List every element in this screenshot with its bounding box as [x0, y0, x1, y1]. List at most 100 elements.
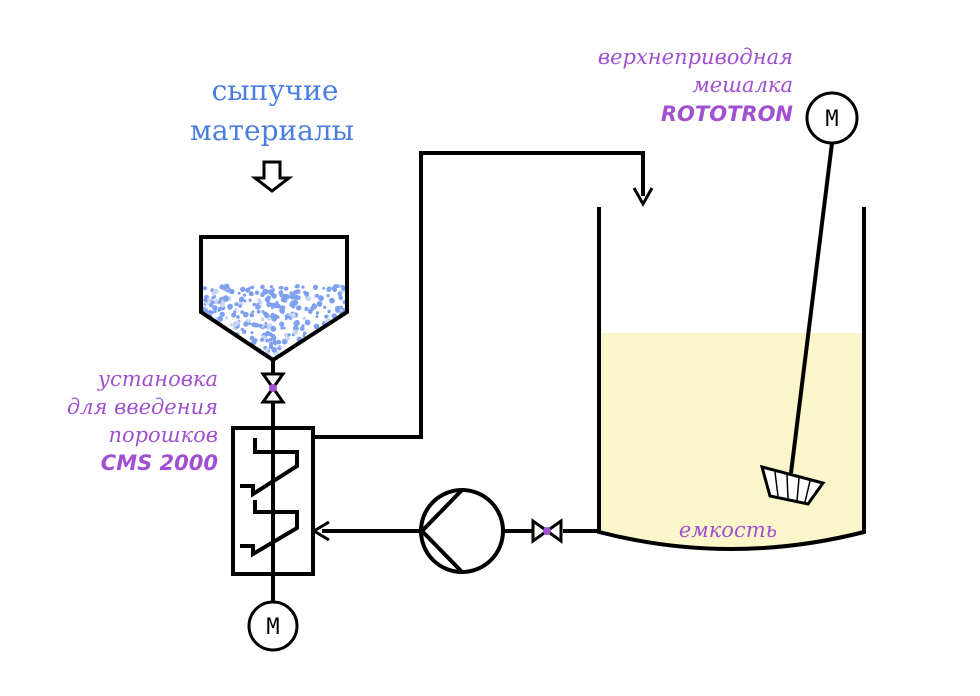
return-arrow-icon [311, 520, 330, 542]
powder-particle [265, 338, 269, 343]
bulk-materials-label-line1: сыпучие [212, 74, 339, 107]
powder-particle [219, 311, 225, 318]
powder-particle [326, 354, 331, 359]
powder-particle [283, 293, 288, 298]
powder-particle [217, 345, 223, 352]
powder-particle [239, 352, 245, 358]
powder-particle [204, 319, 210, 325]
powder-particle [249, 312, 255, 318]
tank-liquid [599, 333, 864, 549]
powder-particle [249, 335, 255, 341]
powder-particle [212, 343, 217, 348]
powder-particle [296, 305, 302, 311]
powder-particle [250, 285, 255, 290]
induction-motor: M [247, 600, 299, 652]
powder-particle [338, 350, 343, 354]
powder-particle [286, 354, 290, 358]
powder-particle [232, 320, 239, 327]
powder-particle [269, 341, 273, 346]
powder-particle [270, 312, 275, 317]
powder-particle [206, 341, 213, 348]
powder-particle [335, 349, 341, 355]
powder-particle [209, 328, 216, 334]
powder-particle [238, 296, 245, 303]
powder-particle [252, 322, 258, 328]
powder-particle [223, 296, 229, 302]
bulk-materials-label-line2: материалы [190, 114, 354, 147]
powder-particle [299, 326, 305, 331]
powder-particle [217, 300, 221, 304]
powder-particle [251, 310, 255, 314]
powder-particle [314, 335, 318, 339]
powder-particle [285, 336, 290, 341]
powder-particle [268, 289, 274, 295]
powder-particle [318, 342, 322, 346]
powder-particle [252, 354, 256, 359]
powder-particle [279, 308, 285, 314]
powder-particle [340, 331, 346, 337]
powder-particle [319, 334, 324, 340]
powder-particle [314, 336, 320, 341]
powder-particle [294, 320, 300, 326]
powder-particle [252, 302, 256, 307]
discharge-arrow-icon [632, 187, 654, 208]
powder-particle [236, 340, 240, 344]
powder-particle [288, 352, 292, 356]
powder-particle [297, 353, 301, 357]
hopper [199, 235, 349, 363]
powder-particle [260, 337, 265, 342]
powder-particle [319, 338, 325, 344]
powder-particle [241, 329, 247, 335]
powder-particle [313, 284, 319, 290]
powder-particle [267, 323, 273, 329]
powder-particle [320, 354, 325, 359]
powder-particle [264, 312, 270, 319]
powder-particle [224, 316, 229, 320]
powder-particle [289, 356, 295, 360]
powder-particle [341, 353, 347, 358]
powder-particle [297, 354, 302, 358]
powder-particle [280, 326, 284, 330]
powder-particle [229, 353, 234, 358]
powder-particle [318, 351, 322, 355]
powder-particle [340, 322, 345, 327]
powder-particle [269, 285, 274, 289]
powder-particle [240, 286, 246, 292]
powder-particle [310, 338, 315, 342]
powder-particle [264, 322, 268, 325]
powder-particle [287, 333, 291, 337]
powder-particle [337, 329, 342, 333]
powder-particle [204, 325, 210, 331]
powder-particle [335, 307, 341, 313]
induction-unit-label-line3: порошков [108, 423, 218, 447]
powder-particle [238, 353, 242, 358]
powder-particle [318, 295, 324, 302]
powder-particle [268, 337, 273, 342]
powder-particle [316, 301, 323, 307]
powder-particle [311, 303, 315, 307]
powder-particle [224, 340, 230, 346]
powder-particle [284, 332, 289, 338]
powder-particle [222, 347, 227, 353]
powder-particle [243, 299, 247, 303]
powder-particle [295, 348, 299, 353]
powder-particle [236, 315, 240, 319]
powder-particle [248, 298, 252, 302]
powder-particle [243, 293, 247, 297]
mixer-label-line1: верхнеприводная [598, 45, 793, 69]
powder-particle [326, 329, 330, 333]
powder-particle [328, 326, 332, 330]
powder-particle [253, 338, 258, 343]
powder-particle [302, 316, 307, 321]
powder-particle [270, 325, 277, 332]
powder-particles [201, 283, 347, 360]
powder-particle [222, 286, 227, 291]
powder-particle [329, 335, 335, 341]
powder-particle [220, 302, 225, 308]
powder-particle [248, 291, 254, 297]
powder-particle [271, 347, 278, 353]
powder-particle [218, 351, 224, 357]
powder-particle [292, 354, 296, 357]
powder-particle [310, 338, 316, 343]
powder-particle [290, 300, 296, 306]
